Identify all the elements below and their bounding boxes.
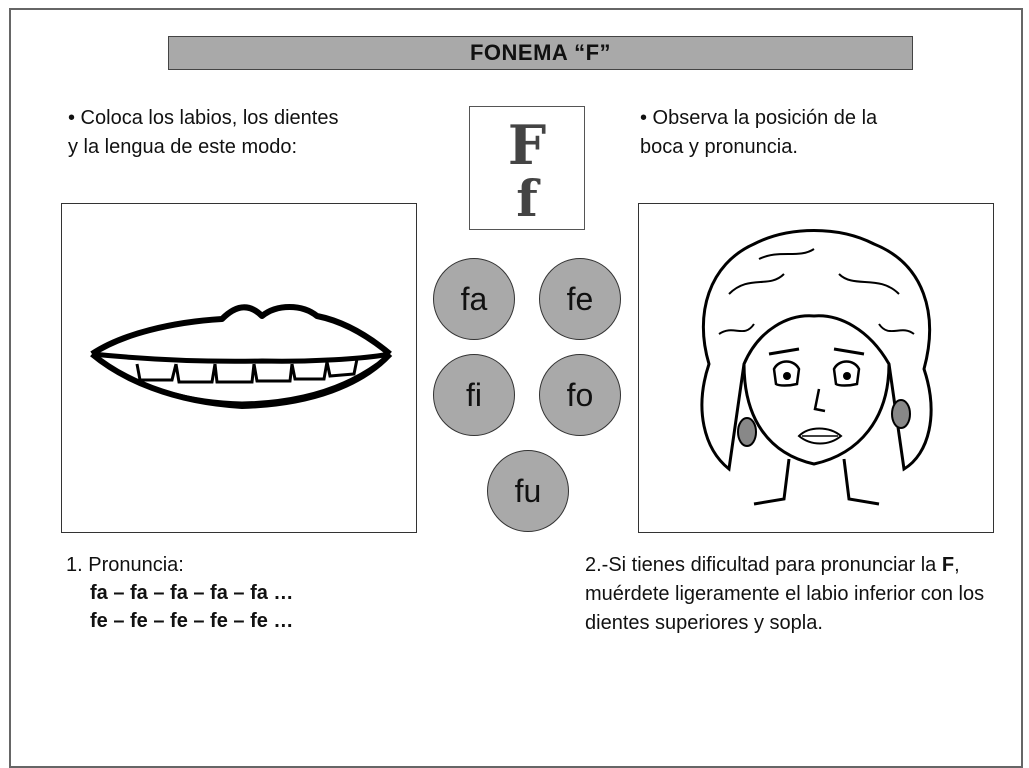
step1-block: 1. Pronuncia: fa – fa – fa – fa – fa … f… [66,551,293,635]
step2-bold-letter: F [941,554,955,576]
face-illustration [638,203,994,533]
letter-lowercase: f [516,169,538,228]
instruction-right: • Observa la posición de la boca y pronu… [640,107,878,158]
face-drawing [700,229,933,506]
lips-illustration [61,203,417,533]
step2-text-after: , muérdete ligeramente el labio inferior… [585,554,985,634]
letter-uppercase: F [507,113,547,177]
letter-box: F f [469,106,585,230]
syllable-fu: fu [487,450,569,532]
step2-text-before: 2.-Si tienes dificultad para pronunciar … [585,554,942,576]
step2-text: 2.-Si tienes dificultad para pronunciar … [585,551,1005,638]
drill-line-fa: fa – fa – fa – fa – fa … [90,582,294,604]
syllable-fi: fi [433,354,515,436]
page-title: FONEMA “F” [168,36,913,70]
step1-label: 1. Pronuncia: [66,554,184,576]
instruction-left: • Coloca los labios, los dientes y la le… [68,107,339,158]
syllable-fe: fe [539,258,621,340]
lips-drawing [90,304,393,409]
drill-line-fe: fe – fe – fe – fe – fe … [90,610,294,632]
syllable-fo: fo [539,354,621,436]
syllable-fa: fa [433,258,515,340]
